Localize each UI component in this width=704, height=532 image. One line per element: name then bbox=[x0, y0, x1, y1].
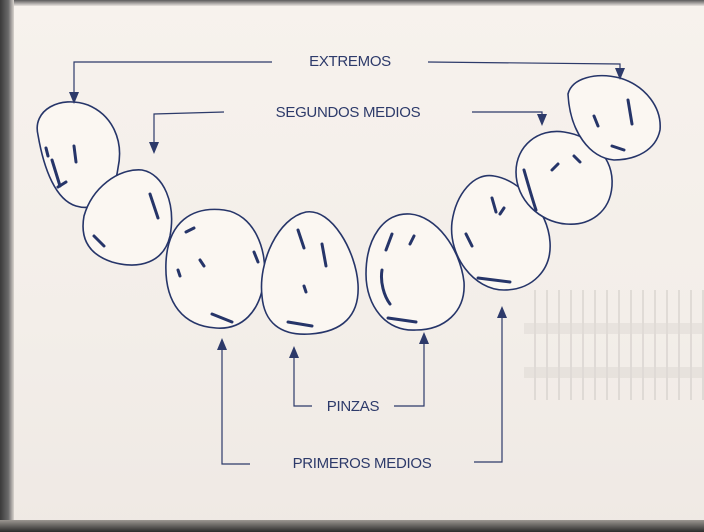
label-segundos-medios: SEGUNDOS MEDIOS bbox=[276, 104, 421, 121]
label-pinzas: PINZAS bbox=[327, 398, 380, 415]
leader-primeros-medios-left bbox=[217, 338, 250, 464]
tooth-right-pinza bbox=[366, 214, 464, 330]
leader-extremos-left bbox=[69, 62, 272, 104]
label-primeros-medios: PRIMEROS MEDIOS bbox=[293, 455, 432, 472]
leader-primeros-medios-right bbox=[474, 306, 507, 462]
leader-segundos-medios-left bbox=[149, 112, 224, 154]
tooth-left-primero-medio bbox=[166, 209, 265, 328]
label-extremos: EXTREMOS bbox=[309, 53, 391, 70]
leader-pinzas-left bbox=[289, 346, 312, 406]
tooth-left-pinza bbox=[261, 212, 358, 334]
leader-segundos-medios-right bbox=[472, 112, 547, 126]
leader-pinzas-right bbox=[394, 332, 429, 406]
